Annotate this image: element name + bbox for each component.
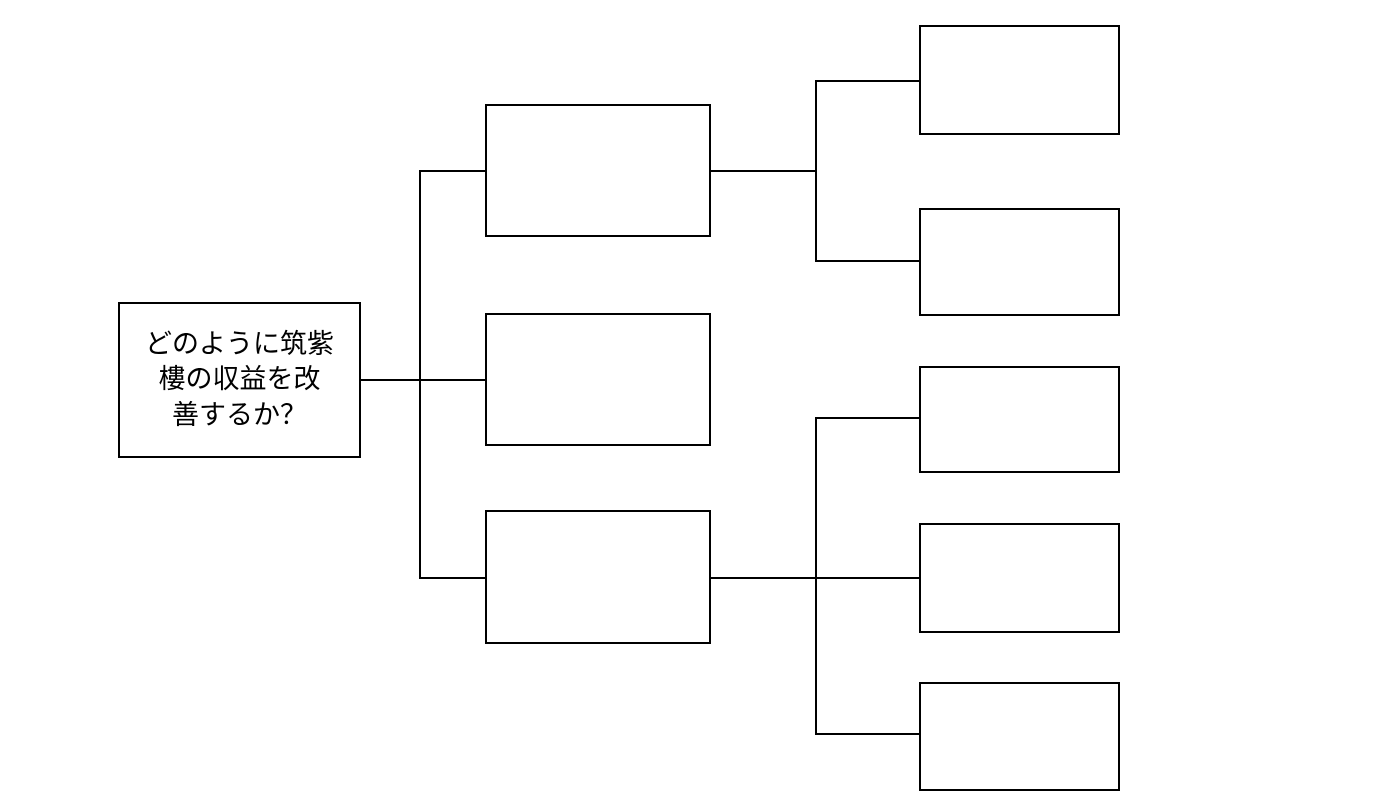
connector-trunk-to-leaf-1 bbox=[815, 260, 921, 262]
connector-trunk-to-leaf-4 bbox=[815, 733, 921, 735]
connector-trunk-to-leaf-2 bbox=[815, 417, 921, 419]
connector-trunk-upper-right bbox=[815, 80, 817, 262]
root-node[interactable]: どのように筑紫 樓の収益を改 善するか？ bbox=[118, 302, 361, 458]
connector-trunk-to-branch-2 bbox=[419, 577, 487, 579]
branch-node-0[interactable] bbox=[485, 104, 711, 237]
connector-branch-0-to-trunk bbox=[709, 170, 817, 172]
connector-trunk-level1 bbox=[419, 170, 421, 579]
leaf-node-1[interactable] bbox=[919, 208, 1120, 316]
connector-trunk-to-leaf-3 bbox=[815, 577, 921, 579]
root-node-label: どのように筑紫 樓の収益を改 善するか？ bbox=[145, 328, 334, 431]
connector-trunk-to-branch-1 bbox=[419, 379, 487, 381]
leaf-node-0[interactable] bbox=[919, 25, 1120, 135]
connector-trunk-lower-right bbox=[815, 417, 817, 735]
leaf-node-2[interactable] bbox=[919, 366, 1120, 473]
leaf-node-4[interactable] bbox=[919, 682, 1120, 791]
leaf-node-3[interactable] bbox=[919, 523, 1120, 633]
connector-trunk-to-branch-0 bbox=[419, 170, 487, 172]
connector-root-to-trunk bbox=[360, 379, 421, 381]
connector-trunk-to-leaf-0 bbox=[815, 80, 921, 82]
branch-node-2[interactable] bbox=[485, 510, 711, 644]
branch-node-1[interactable] bbox=[485, 313, 711, 446]
connector-branch-2-to-trunk bbox=[709, 577, 817, 579]
